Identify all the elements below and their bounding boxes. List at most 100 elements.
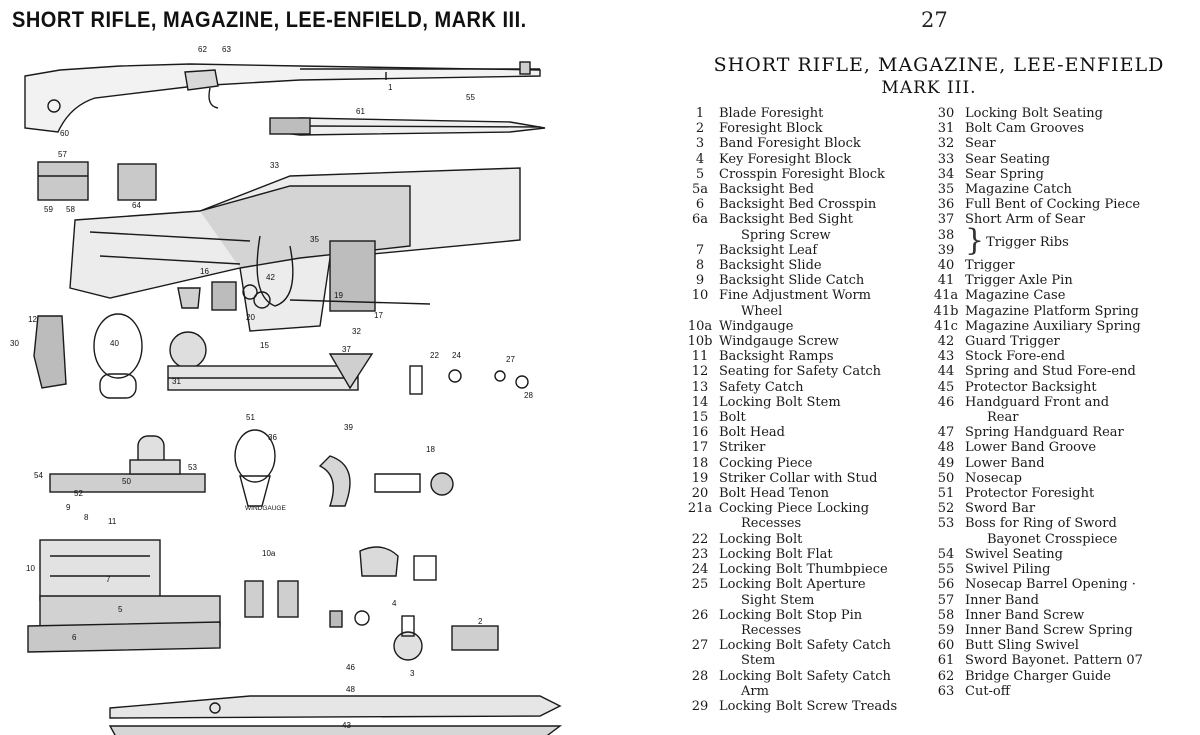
- index-subtitle: MARK III.: [881, 78, 977, 98]
- part-number: 32: [937, 136, 955, 152]
- part-number: 10a: [687, 318, 713, 334]
- part-name: Inner Band: [965, 592, 1039, 608]
- part-number: 36: [937, 197, 955, 213]
- part-number: 24: [691, 562, 709, 578]
- callout: 48: [346, 685, 355, 694]
- windgauge-label: WINDGAUGE: [245, 505, 286, 512]
- part-number: 5: [695, 166, 705, 182]
- part-name: Inner Band Screw: [965, 607, 1085, 623]
- callout: 52: [74, 489, 83, 498]
- part-number: 31: [937, 121, 955, 137]
- trigger-ribs-bracket: 38 39 } Trigger Ribs: [927, 225, 1197, 258]
- part-name: Stem: [741, 653, 776, 669]
- callout: 63: [222, 45, 231, 54]
- part-row: Recesses: [681, 516, 936, 531]
- part-name: Rear: [987, 410, 1019, 426]
- part-number: 8: [695, 258, 705, 274]
- callout: 35: [310, 235, 319, 244]
- part-number: 19: [691, 470, 709, 486]
- part-name: Magazine Auxiliary Spring: [965, 318, 1141, 334]
- part-number: 55: [937, 562, 955, 578]
- part-name: Sight Stem: [741, 592, 815, 608]
- part-name: Sear: [965, 136, 996, 152]
- part-name: Wheel: [741, 303, 783, 319]
- callout: 8: [84, 513, 89, 522]
- part-number: 54: [937, 546, 955, 562]
- part-number: 63: [937, 683, 955, 699]
- callout: 57: [58, 150, 67, 159]
- part-name: Bolt Head Tenon: [719, 486, 830, 502]
- part-name: Trigger Ribs: [986, 234, 1069, 250]
- part-number: [681, 516, 719, 531]
- part-name: Backsight Bed: [719, 182, 814, 198]
- callout: 51: [246, 413, 255, 422]
- callout: 6: [72, 633, 77, 642]
- part-name: Magazine Case: [965, 288, 1066, 304]
- part-name: Striker Collar with Stud: [719, 470, 878, 486]
- part-row: Recesses: [681, 623, 936, 638]
- part-row: Stem: [681, 653, 936, 668]
- part-name: Inner Band Screw Spring: [965, 622, 1133, 638]
- part-number: 34: [937, 166, 955, 182]
- callout: 40: [110, 339, 119, 348]
- part-name: Recesses: [741, 622, 802, 638]
- part-name: Cut-off: [965, 683, 1010, 699]
- part-number: 11: [691, 349, 709, 365]
- part-number: 22: [691, 531, 709, 547]
- callout: 17: [374, 311, 383, 320]
- part-name: Windgauge Screw: [719, 334, 839, 350]
- part-number: [927, 410, 965, 425]
- part-number: 2: [695, 121, 705, 137]
- part-number: 21a: [687, 501, 713, 517]
- part-number: 12: [691, 364, 709, 380]
- callout: 9: [66, 503, 71, 512]
- part-number: 28: [691, 668, 709, 684]
- part-name: Arm: [741, 683, 769, 699]
- callout: 18: [426, 445, 435, 454]
- part-number: 49: [937, 455, 955, 471]
- part-number: 52: [937, 501, 955, 517]
- callout: 4: [392, 599, 397, 608]
- callout: 22: [430, 351, 439, 360]
- part-name: Locking Bolt Flat: [719, 546, 833, 562]
- callout: 58: [66, 205, 75, 214]
- part-name: Magazine Platform Spring: [965, 303, 1139, 319]
- part-name: Protector Foresight: [965, 486, 1095, 502]
- part-number: 50: [937, 470, 955, 486]
- part-number: 33: [937, 151, 955, 167]
- part-name: Backsight Slide Catch: [719, 273, 865, 289]
- callout: 20: [246, 313, 255, 322]
- part-name: Bayonet Crosspiece: [987, 531, 1118, 547]
- part-name: Backsight Ramps: [719, 349, 834, 365]
- callout: 46: [346, 663, 355, 672]
- callout: 28: [524, 391, 533, 400]
- part-number: 41c: [934, 318, 958, 334]
- part-number: 29: [691, 698, 709, 714]
- part-name: Nosecap Barrel Opening ·: [965, 577, 1136, 593]
- callout: 60: [60, 129, 69, 138]
- part-name: Backsight Bed Crosspin: [719, 197, 877, 213]
- part-name: Backsight Bed Sight: [719, 212, 854, 228]
- part-number: 43: [937, 349, 955, 365]
- part-number: 13: [691, 379, 709, 395]
- part-name: Protector Backsight: [965, 379, 1097, 395]
- part-row: Rear: [927, 410, 1197, 425]
